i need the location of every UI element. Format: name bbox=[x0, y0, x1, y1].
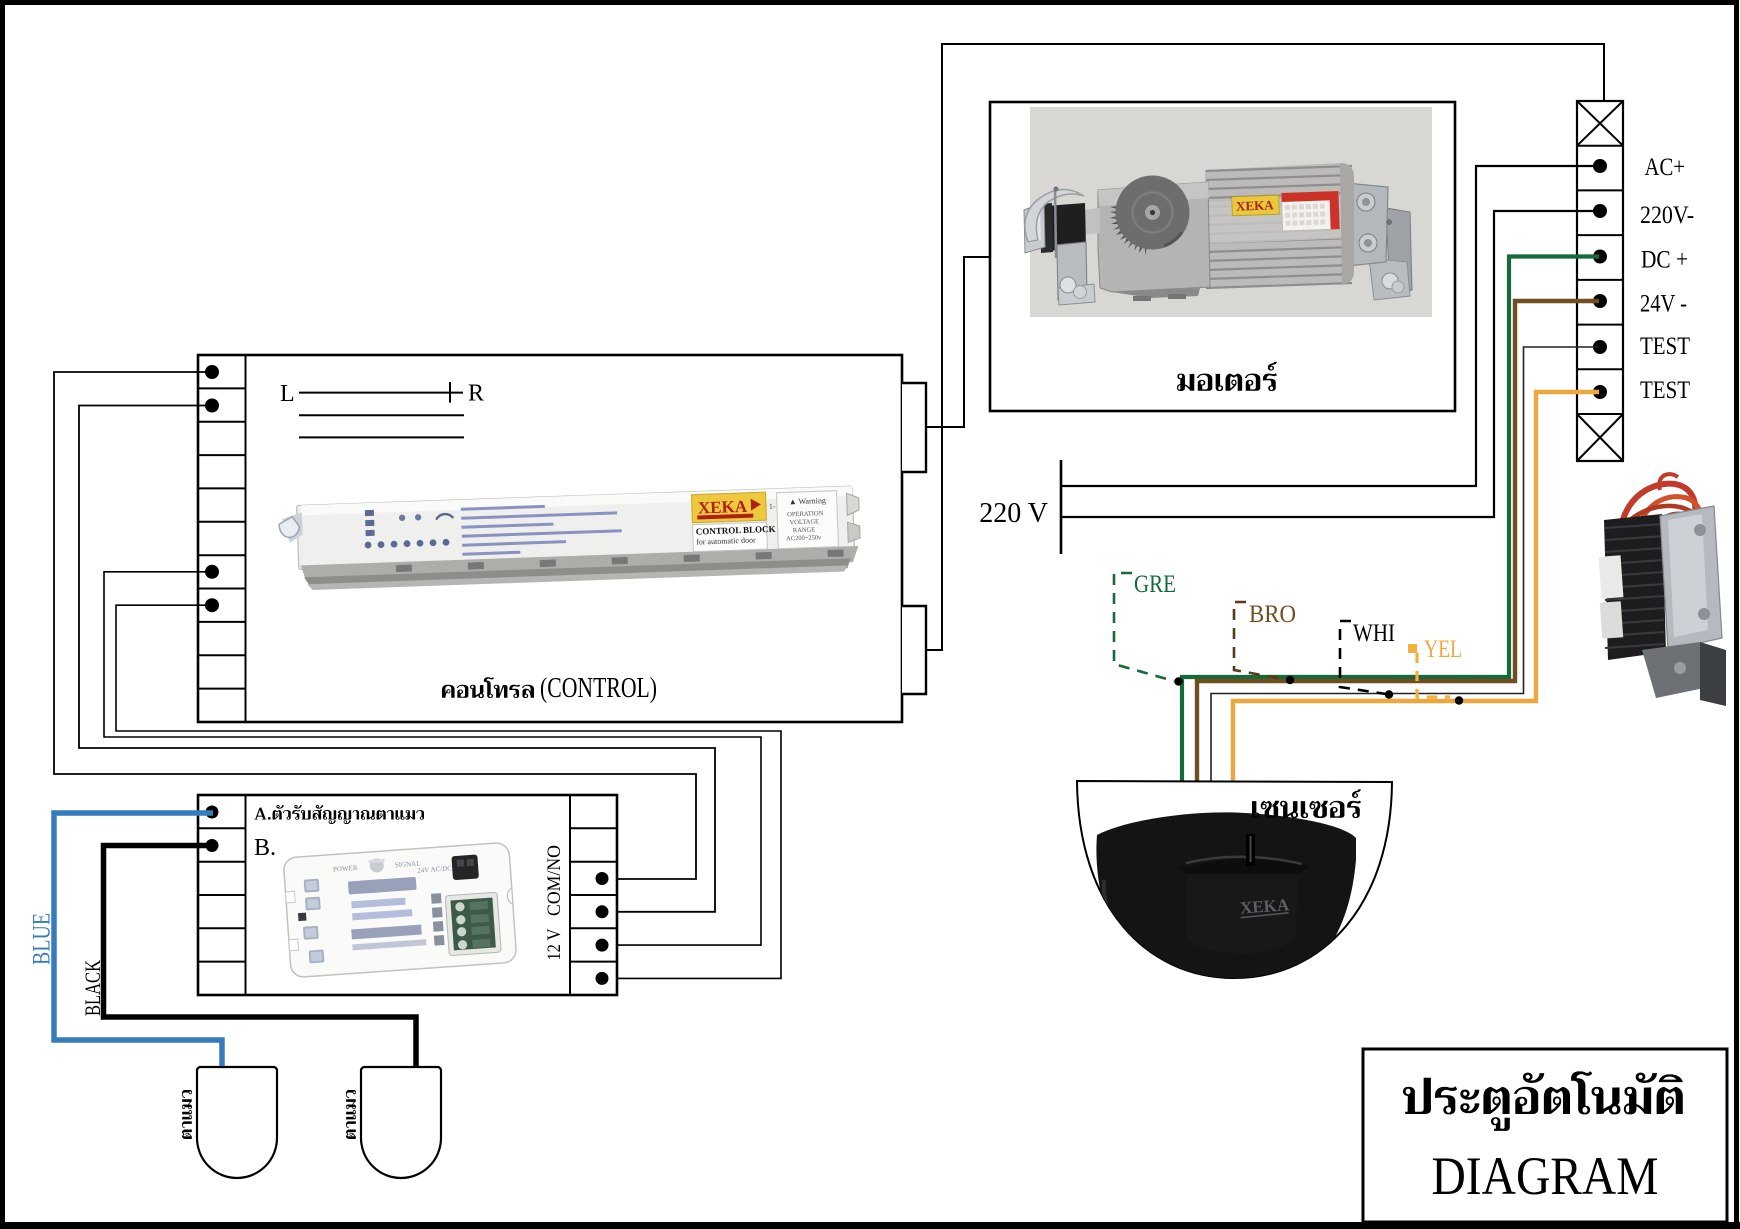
svg-text:TEST: TEST bbox=[1640, 377, 1690, 404]
svg-text:220V-: 220V- bbox=[1640, 202, 1694, 229]
svg-text:YEL: YEL bbox=[1424, 636, 1462, 663]
svg-text:TEST: TEST bbox=[1640, 333, 1690, 360]
svg-text:DC +: DC + bbox=[1641, 247, 1688, 274]
svg-text:24V AC/DC: 24V AC/DC bbox=[417, 864, 452, 874]
svg-text:▲ Warning: ▲ Warning bbox=[789, 496, 826, 506]
svg-text:CONTROL BLOCK: CONTROL BLOCK bbox=[696, 524, 776, 537]
svg-text:OPERATION: OPERATION bbox=[787, 510, 824, 518]
svg-text:12 V: 12 V bbox=[544, 928, 565, 960]
svg-text:(CONTROL): (CONTROL) bbox=[540, 672, 657, 704]
svg-text:XEKA: XEKA bbox=[1236, 197, 1275, 213]
svg-text:220 V: 220 V bbox=[979, 498, 1048, 529]
svg-text:DIAGRAM: DIAGRAM bbox=[1432, 1146, 1659, 1206]
svg-text:BRO: BRO bbox=[1249, 601, 1296, 628]
svg-text:L: L bbox=[280, 381, 295, 407]
svg-text:COM/NO: COM/NO bbox=[544, 845, 565, 916]
svg-text:VOLTAGE: VOLTAGE bbox=[789, 518, 819, 526]
svg-text:GRE: GRE bbox=[1134, 571, 1176, 598]
svg-text:WHI: WHI bbox=[1353, 620, 1395, 647]
svg-text:POWER: POWER bbox=[333, 864, 358, 874]
svg-text:R: R bbox=[468, 381, 484, 407]
svg-text:B.: B. bbox=[254, 835, 276, 861]
svg-text:AC+: AC+ bbox=[1645, 154, 1686, 181]
svg-text:RANGE: RANGE bbox=[793, 526, 816, 534]
svg-text:for automatic door: for automatic door bbox=[696, 536, 756, 547]
svg-text:BLACK: BLACK bbox=[80, 960, 105, 1016]
svg-text:XEKA: XEKA bbox=[1239, 895, 1290, 917]
svg-text:24V -: 24V - bbox=[1640, 291, 1687, 318]
svg-text:BLUE: BLUE bbox=[29, 913, 56, 965]
svg-text:SIGNAL: SIGNAL bbox=[395, 859, 421, 869]
svg-text:AC200~250v: AC200~250v bbox=[786, 534, 822, 542]
svg-text:XEKA: XEKA bbox=[698, 497, 748, 518]
